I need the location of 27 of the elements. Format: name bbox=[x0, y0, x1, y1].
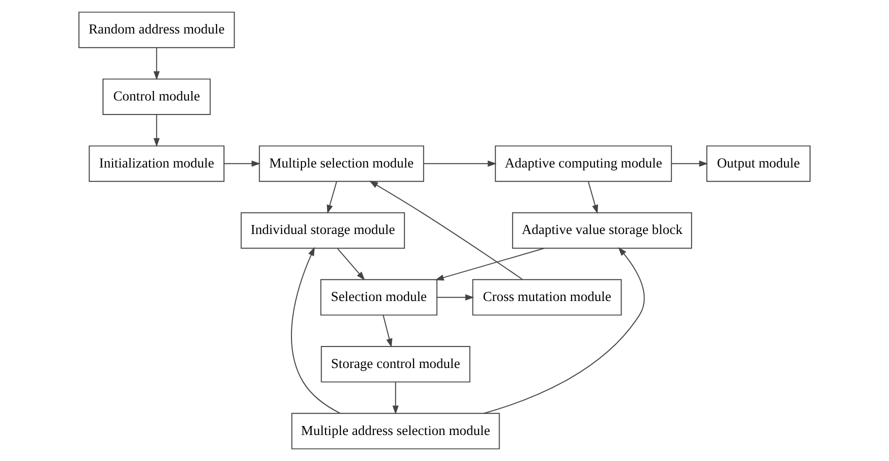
node-box: Selection module bbox=[320, 279, 438, 316]
arrow bbox=[392, 382, 399, 414]
node-box: Storage control module bbox=[320, 346, 470, 382]
arrow bbox=[326, 181, 338, 214]
arrow bbox=[369, 180, 523, 280]
arrow bbox=[423, 160, 497, 167]
arrow bbox=[224, 160, 260, 167]
arrow bbox=[290, 246, 341, 414]
node-box: Control module bbox=[102, 78, 211, 115]
arrow bbox=[154, 114, 160, 147]
arrow bbox=[337, 248, 366, 280]
arrow bbox=[671, 160, 708, 167]
node-box: Initialization module bbox=[88, 145, 224, 182]
node-box: Adaptive computing module bbox=[494, 145, 672, 182]
node-box: Cross mutation module bbox=[472, 279, 622, 316]
node-box: Output module bbox=[706, 145, 811, 182]
node-box: Multiple address selection module bbox=[291, 412, 500, 450]
node-box: Multiple selection module bbox=[258, 145, 424, 182]
arrow bbox=[154, 47, 160, 80]
arrow bbox=[434, 248, 545, 281]
node-box: Random address module bbox=[78, 12, 235, 48]
arrow bbox=[483, 247, 645, 414]
arrow bbox=[588, 181, 598, 214]
node-box: Adaptive value storage block bbox=[512, 212, 692, 249]
arrow bbox=[436, 294, 474, 300]
node-box: Individual storage module bbox=[240, 212, 405, 249]
arrow bbox=[382, 314, 392, 348]
